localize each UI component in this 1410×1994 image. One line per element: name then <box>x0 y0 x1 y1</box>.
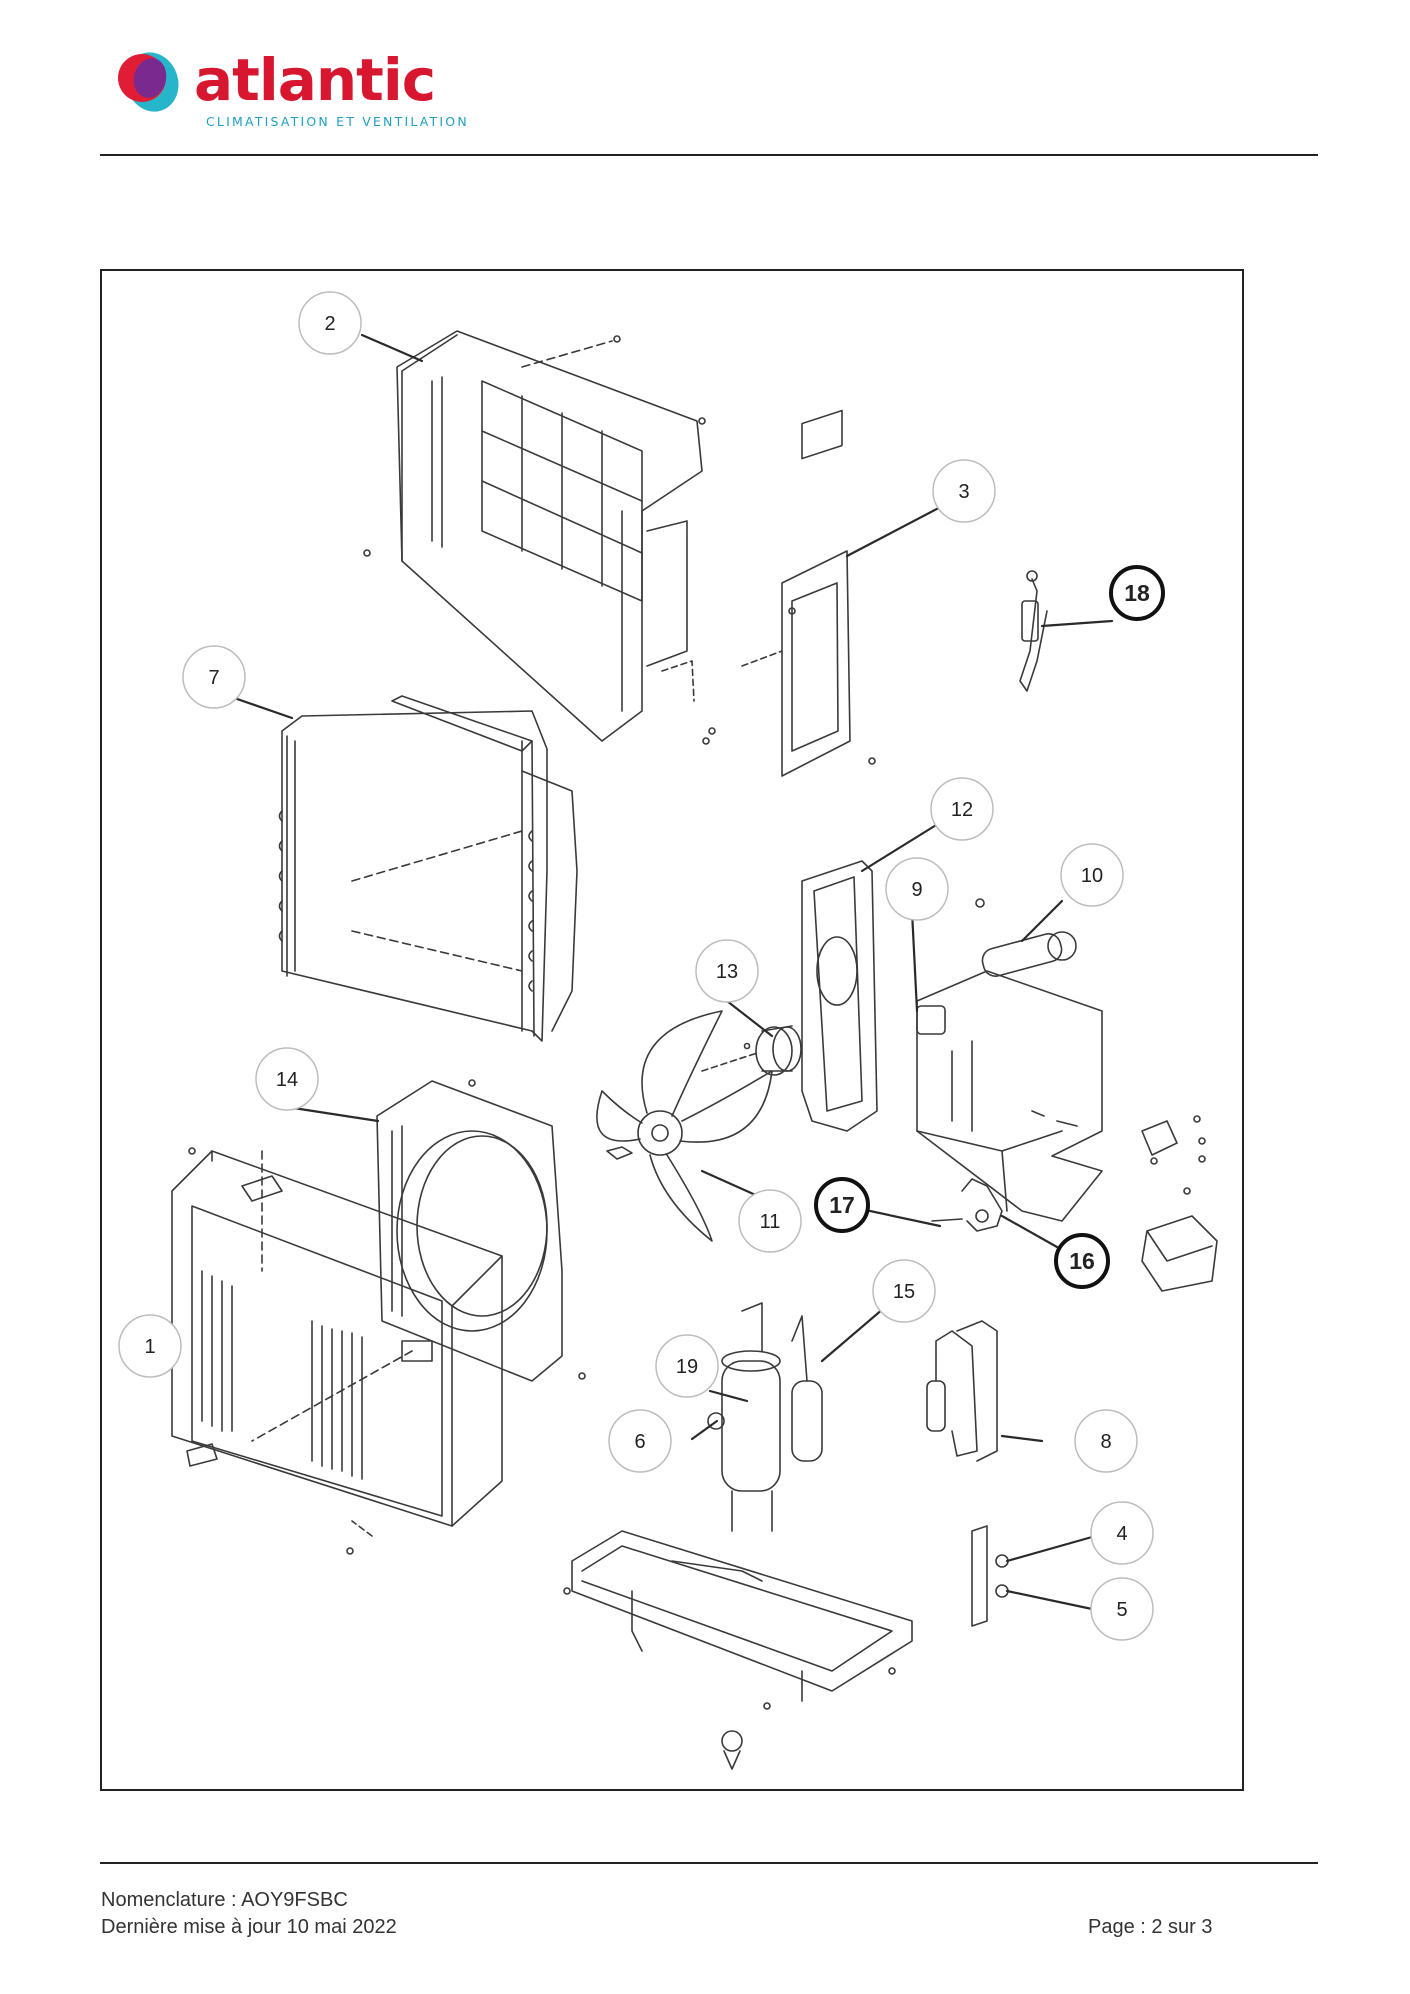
callout-number: 16 <box>1069 1248 1095 1274</box>
part-sensor-bracket <box>971 1525 1009 1627</box>
callout-circle <box>298 291 362 355</box>
part-terminal-cover <box>1141 1187 1218 1292</box>
part-18-sensor <box>1019 570 1048 692</box>
part-drain-plug <box>721 1730 743 1770</box>
callout-number: 2 <box>324 313 335 335</box>
part-valve <box>931 1178 1003 1232</box>
part-terminal-block <box>1141 1115 1206 1165</box>
callout-13: 13 <box>695 939 759 1003</box>
callout-number: 1 <box>144 1336 155 1358</box>
part-base-plate <box>563 1530 913 1710</box>
callout-number: 6 <box>634 1431 645 1453</box>
callout-number: 7 <box>208 667 219 689</box>
callout-circle <box>872 1259 936 1323</box>
callout-2: 2 <box>298 291 362 355</box>
callout-1: 1 <box>118 1314 182 1378</box>
callout-number: 8 <box>1100 1431 1111 1453</box>
header-rule <box>100 154 1318 156</box>
callout-circle <box>118 1314 182 1378</box>
callout-circle <box>655 1334 719 1398</box>
callout-number: 4 <box>1116 1523 1127 1545</box>
callout-circle <box>1060 843 1124 907</box>
callout-number: 14 <box>276 1069 298 1091</box>
footer-update-date: Dernière mise à jour 10 mai 2022 <box>101 1916 397 1938</box>
callout-14: 14 <box>255 1047 319 1111</box>
callout-3: 3 <box>932 459 996 523</box>
part-compressor <box>707 1302 823 1532</box>
callout-circle <box>932 459 996 523</box>
footer-reference: Nomenclature : AOY9FSBC <box>101 1889 348 1911</box>
footer-rule <box>100 1862 1318 1864</box>
atlantic-logo: atlantic CLIMATISATION ET VENTILATION <box>118 46 469 129</box>
footer-page-number: Page : 2 sur 3 <box>1088 1916 1213 1938</box>
callout-8: 8 <box>1074 1409 1138 1473</box>
callout-circle <box>1109 565 1165 621</box>
part-refrigerant-pipe <box>926 1320 998 1462</box>
callout-number: 5 <box>1116 1599 1127 1621</box>
callout-circle <box>1054 1233 1110 1289</box>
part-motor-bracket <box>801 860 878 1132</box>
callout-number: 13 <box>716 961 738 983</box>
callout-number: 11 <box>760 1211 781 1233</box>
callout-number: 3 <box>958 481 969 503</box>
callout-circle <box>182 645 246 709</box>
part-fan-orifice <box>376 1079 586 1382</box>
callout-number: 17 <box>829 1192 855 1218</box>
callout-19: 19 <box>655 1334 719 1398</box>
callout-number: 9 <box>911 879 922 901</box>
callout-16: 16 <box>1054 1233 1110 1289</box>
callout-18: 18 <box>1109 565 1165 621</box>
part-fan-motor <box>701 1025 802 1076</box>
callout-7: 7 <box>182 645 246 709</box>
brand-wordmark: atlantic <box>194 46 435 114</box>
part-electrical-box <box>916 898 1103 1222</box>
callout-number: 19 <box>676 1356 698 1378</box>
callout-6: 6 <box>608 1409 672 1473</box>
callout-15: 15 <box>872 1259 936 1323</box>
callout-9: 9 <box>885 857 949 921</box>
callout-17: 17 <box>814 1177 870 1233</box>
callout-circle <box>1074 1409 1138 1473</box>
callout-circle <box>695 939 759 1003</box>
brand-tagline: CLIMATISATION ET VENTILATION <box>206 114 469 129</box>
callout-circle <box>930 777 994 841</box>
part-propeller-fan <box>596 1010 773 1242</box>
callout-circle <box>814 1177 870 1233</box>
part-control-plate <box>741 409 876 777</box>
callout-11: 11 <box>738 1189 802 1253</box>
callout-12: 12 <box>930 777 994 841</box>
callout-number: 12 <box>951 799 973 821</box>
callout-number: 15 <box>893 1281 915 1303</box>
part-front-cabinet <box>171 1147 503 1555</box>
callout-10: 10 <box>1060 843 1124 907</box>
callout-5: 5 <box>1090 1577 1154 1641</box>
part-top-panel <box>363 330 716 745</box>
logo-mark <box>118 52 179 112</box>
callout-circle <box>1090 1501 1154 1565</box>
callout-circle <box>608 1409 672 1473</box>
callout-number: 10 <box>1081 865 1103 887</box>
callout-circle <box>738 1189 802 1253</box>
callout-4: 4 <box>1090 1501 1154 1565</box>
callout-circle <box>1090 1577 1154 1641</box>
callout-number: 18 <box>1124 580 1150 606</box>
callout-circle <box>885 857 949 921</box>
callout-circle <box>255 1047 319 1111</box>
part-heat-exchanger <box>278 695 578 1042</box>
